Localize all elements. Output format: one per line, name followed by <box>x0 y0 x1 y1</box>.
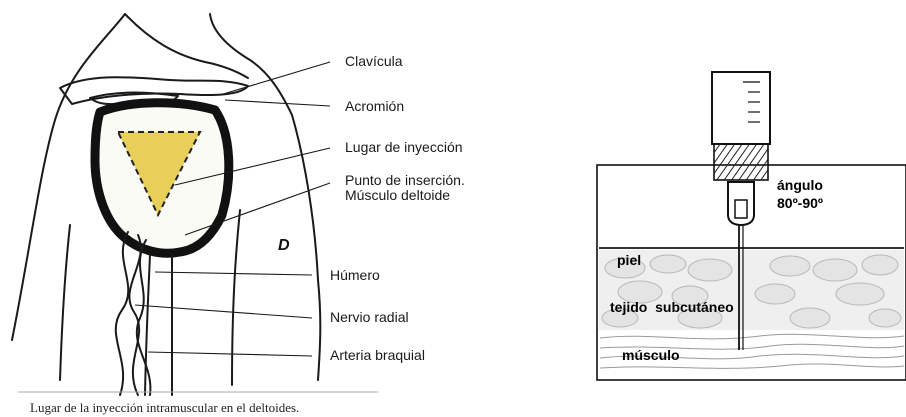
label-humero: Húmero <box>330 267 380 283</box>
label-acromion: Acromión <box>345 98 404 114</box>
needle-angle-figure: ángulo 80º-90º piel tejido subcutáneo mú… <box>597 72 906 380</box>
label-nervio-radial: Nervio radial <box>330 309 409 325</box>
deltoid-anatomy-figure: D Clavícula Acromión Lugar de inyección … <box>12 14 465 415</box>
leader-clavicula <box>220 62 330 95</box>
label-angulo-value: 80º-90º <box>777 195 823 211</box>
label-arteria-braquial: Arteria braquial <box>330 347 425 363</box>
label-clavicula: Clavícula <box>345 53 403 69</box>
label-angulo: ángulo <box>777 177 823 193</box>
syringe-barrel <box>712 72 770 144</box>
radial-nerve <box>116 232 129 395</box>
needle-hub-inner <box>735 200 747 218</box>
label-lugar-inyeccion: Lugar de inyección <box>345 139 463 155</box>
arm-inner-outline <box>232 210 240 385</box>
leader-acromion <box>225 100 330 106</box>
label-musculo: músculo <box>622 347 680 363</box>
leader-nervio <box>135 305 312 318</box>
arm-left-outline <box>60 225 70 380</box>
syringe-hub <box>714 144 768 180</box>
chest-outline <box>292 115 320 380</box>
label-punto-insercion: Punto de inserción. <box>345 172 465 188</box>
label-musculo-deltoide: Músculo deltoide <box>345 187 450 203</box>
label-tejido-subcutaneo: tejido subcutáneo <box>610 299 734 315</box>
neck-right-outline <box>210 14 292 115</box>
label-piel: piel <box>617 252 641 268</box>
marker-d: D <box>278 237 290 254</box>
leader-humero <box>155 272 312 275</box>
brachial-artery <box>129 235 140 395</box>
figure-caption: Lugar de la inyección intramuscular en e… <box>30 400 299 415</box>
